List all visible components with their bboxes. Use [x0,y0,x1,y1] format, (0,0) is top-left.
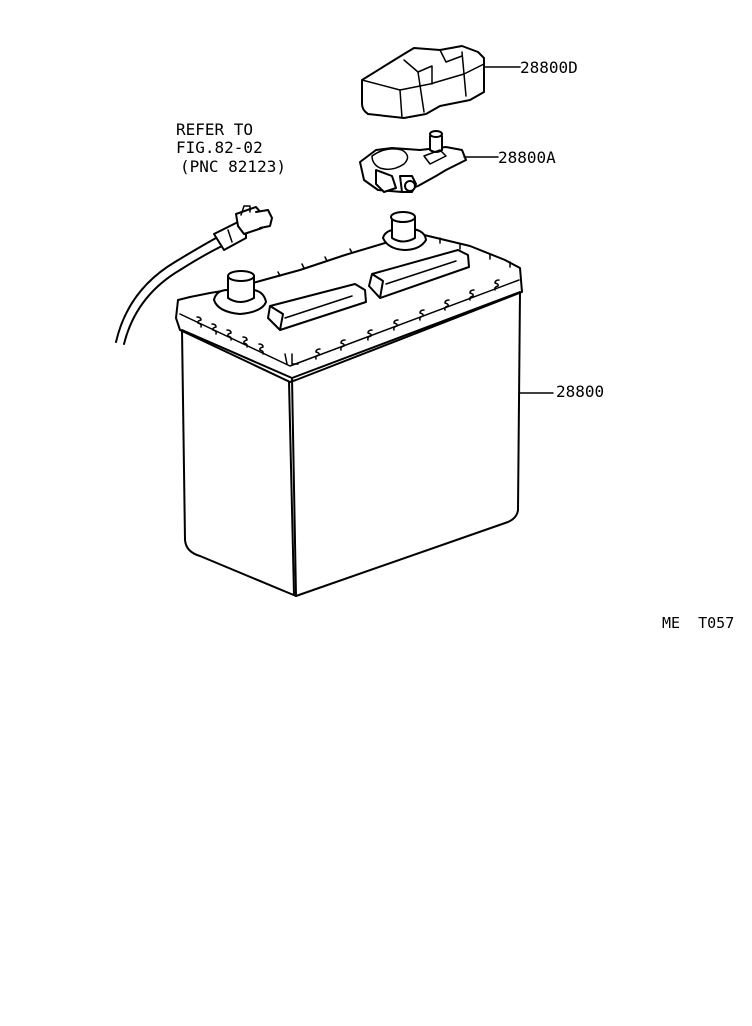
lid-strip-right [368,249,470,299]
negative-cable [115,205,273,345]
battery-terminal-post-right [382,211,427,251]
figure-code: ME T057 [662,614,734,632]
callout-battery: 28800 [556,382,604,401]
lid-strip-left [267,283,367,331]
terminal-clamp [359,130,467,193]
reference-note-line3: (PNC 82123) [180,157,286,176]
terminal-cover [361,45,485,119]
lid-back-notches [277,237,511,277]
callout-cover: 28800D [520,58,578,77]
battery [175,211,523,597]
reference-note-line1: REFER TO [176,120,253,139]
battery-terminal-post-left [213,270,267,315]
reference-note-line2: FIG.82-02 [176,138,263,157]
callout-clamp: 28800A [498,148,556,167]
lid-vent-markings [196,279,500,365]
